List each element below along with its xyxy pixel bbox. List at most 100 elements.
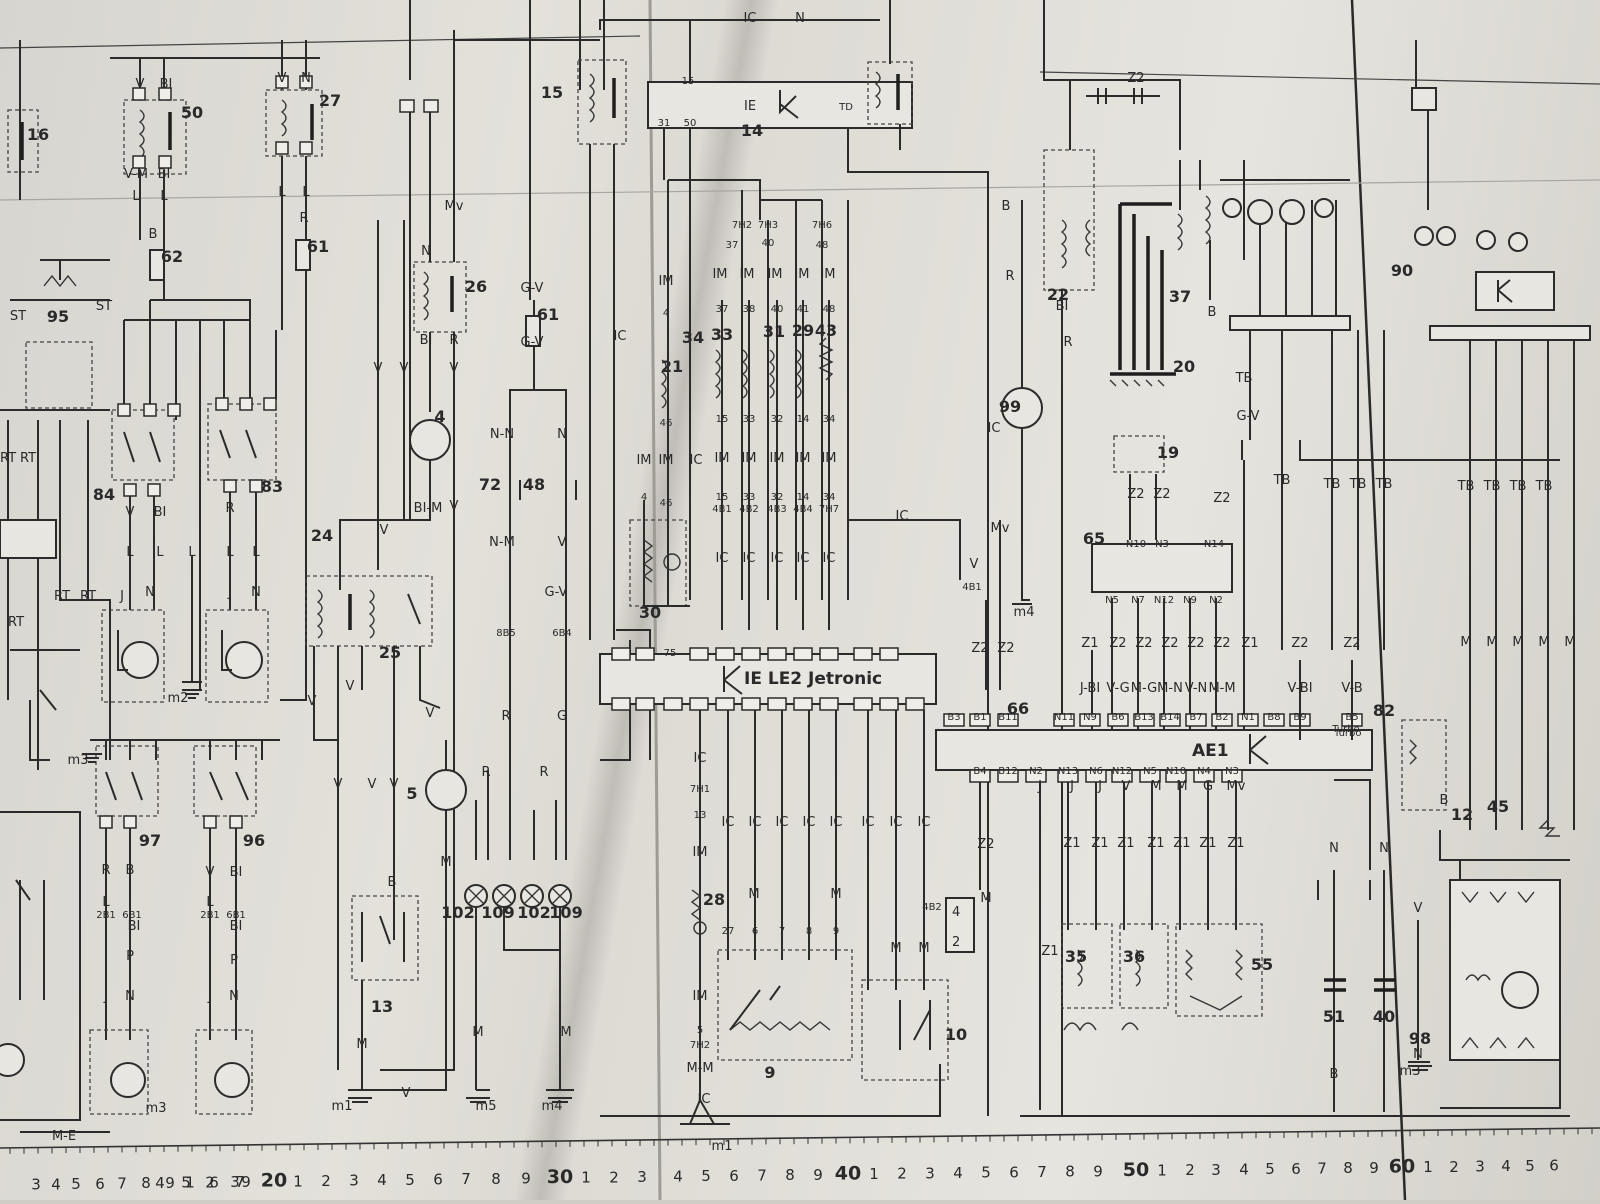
wire-code: V [970,557,979,572]
wire-code: TB [1457,479,1475,494]
connector-code: B14 [1160,712,1180,723]
wire-code: Z2 [997,641,1014,656]
connector-code: B7 [1189,712,1202,723]
component-number-19: 19 [1157,443,1179,462]
component-number-50: 50 [181,103,203,122]
wire-code: V-M [124,167,148,182]
pin-label: 32 [771,414,784,425]
ruler-number: 7 [461,1170,471,1188]
ground-label-m3: m3 [68,753,89,768]
ruler-major-number: 60 [1389,1155,1415,1177]
wire-code: M [1564,635,1575,650]
wire-code: RT [0,451,16,466]
wire-code: G-V [1237,409,1260,424]
pin-label: 37 [716,304,729,315]
ruler-number: 5 [1265,1160,1275,1178]
ground-label-m4: m4 [1014,605,1035,620]
ruler-number: 7 [1037,1163,1047,1181]
connector-code: 6B1 [122,910,142,921]
ruler-number: 5 [1525,1157,1535,1175]
wire-code: IM [658,453,673,468]
ae1-pins [943,713,1363,783]
wire-code: M-N [1157,681,1183,696]
wire-code: Z2 [1153,487,1170,502]
wire-code: V [558,535,567,550]
wire-code: M [918,941,929,956]
ruler-number: 3 [31,1176,41,1194]
ruler-major-number: 20 [261,1170,287,1192]
pin-label: 48 [816,240,829,251]
wire-code: M [890,941,901,956]
pin-label: 75 [664,648,677,659]
connector-code: 6B1 [226,910,246,921]
ruler-number: 1 [1423,1158,1433,1176]
ruler-number: 9 [1369,1159,1379,1177]
ruler-number: 2 [205,1173,215,1191]
component-number-98: 98 [1409,1029,1431,1048]
wire-code: BI [128,919,141,934]
component-number-90: 90 [1391,261,1413,280]
ground-symbols [82,689,1432,1103]
component-number-5: 5 [406,784,417,803]
component-number-102: 102 [517,903,550,922]
pin-label: 34 [823,492,836,503]
component-number-99: 99 [999,397,1021,416]
ruler-number: 8 [1343,1159,1353,1177]
component-number-12: 12 [1451,805,1473,824]
wire-code: Z2 [1161,636,1178,651]
component-number-37: 37 [1169,287,1191,306]
connector-code: N1 [1241,712,1255,723]
wire-code: TB [1235,371,1253,386]
ground-label-m4: m4 [542,1099,563,1114]
wire-code: P [126,949,134,964]
wire-code: J [1069,779,1074,794]
component-number-35: 35 [1065,947,1087,966]
connector-code: N11 [1054,712,1074,723]
ground-label-m2: m2 [168,691,189,706]
component-number-109: 109 [549,903,582,922]
wire-code: Z2 [1127,71,1144,86]
component-number-34: 34 [682,328,704,347]
component-number-9: 9 [764,1063,775,1082]
connector-code: N4 [1197,766,1211,777]
wire-code: IM [821,451,836,466]
wire-code: B [388,875,397,890]
ruler-number: 3 [230,1173,240,1191]
connector-code: B9 [1293,712,1306,723]
wire-code: BI [1056,299,1069,314]
pin-label: 46 [660,498,673,509]
connector-code: N13 [1058,766,1078,777]
wire-code: V-N [1185,681,1208,696]
wire-code: N [1379,841,1389,856]
connector-code: B8 [1267,712,1280,723]
ruler-number: 5 [181,1174,191,1192]
connector-code: 7H2 [732,220,752,231]
wire-code: IC [716,551,729,566]
wire-code: Z1 [1241,636,1258,651]
component-number-82: 82 [1373,701,1395,720]
ruler-number: 7 [1317,1159,1327,1177]
wire-code: V [450,361,459,376]
component-number-31: 31 [763,322,785,341]
wire-code: V [402,1086,411,1101]
wire-code: V [450,499,459,514]
connector-code: N9 [1183,595,1197,606]
wire-code: M [830,887,841,902]
component-number-20: 20 [1173,357,1195,376]
wire-code: V [1414,901,1423,916]
wire-code: L [132,189,140,204]
wire-code: B [1002,199,1011,214]
connector-code: 4B2 [922,902,942,913]
pin-label: 27 [722,926,735,937]
wire-code: M [1486,635,1497,650]
component-number-96: 96 [243,831,265,850]
wire-code: M [980,891,991,906]
pin-label: 31 [658,118,671,129]
ruler-number: 9 [165,1174,175,1192]
connector-code: B3 [947,712,960,723]
wire-code: V-B [1341,681,1362,696]
connector-code: 7H3 [758,220,778,231]
